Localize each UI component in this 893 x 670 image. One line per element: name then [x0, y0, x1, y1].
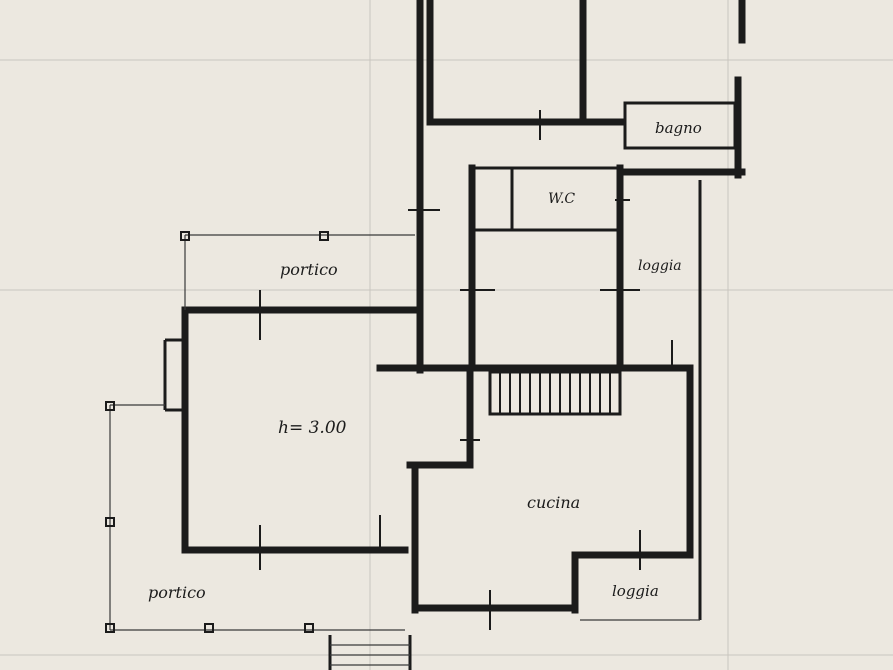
- walls: [163, 0, 746, 621]
- portico-outlines: [105, 231, 415, 633]
- entrance-steps: [328, 635, 412, 670]
- room-label-bagno: bagno: [655, 119, 702, 137]
- room-label-loggia-upper: loggia: [638, 258, 682, 274]
- room-label-portico-lower: portico: [148, 583, 206, 602]
- room-label-portico-upper: portico: [280, 260, 338, 279]
- staircase: [488, 370, 622, 416]
- room-label-loggia-lower: loggia: [612, 582, 659, 600]
- opening-marks: [259, 110, 673, 630]
- room-label-wc: W.C: [548, 191, 575, 207]
- room-label-living-height: h= 3.00: [278, 418, 347, 438]
- room-label-cucina: cucina: [527, 493, 580, 512]
